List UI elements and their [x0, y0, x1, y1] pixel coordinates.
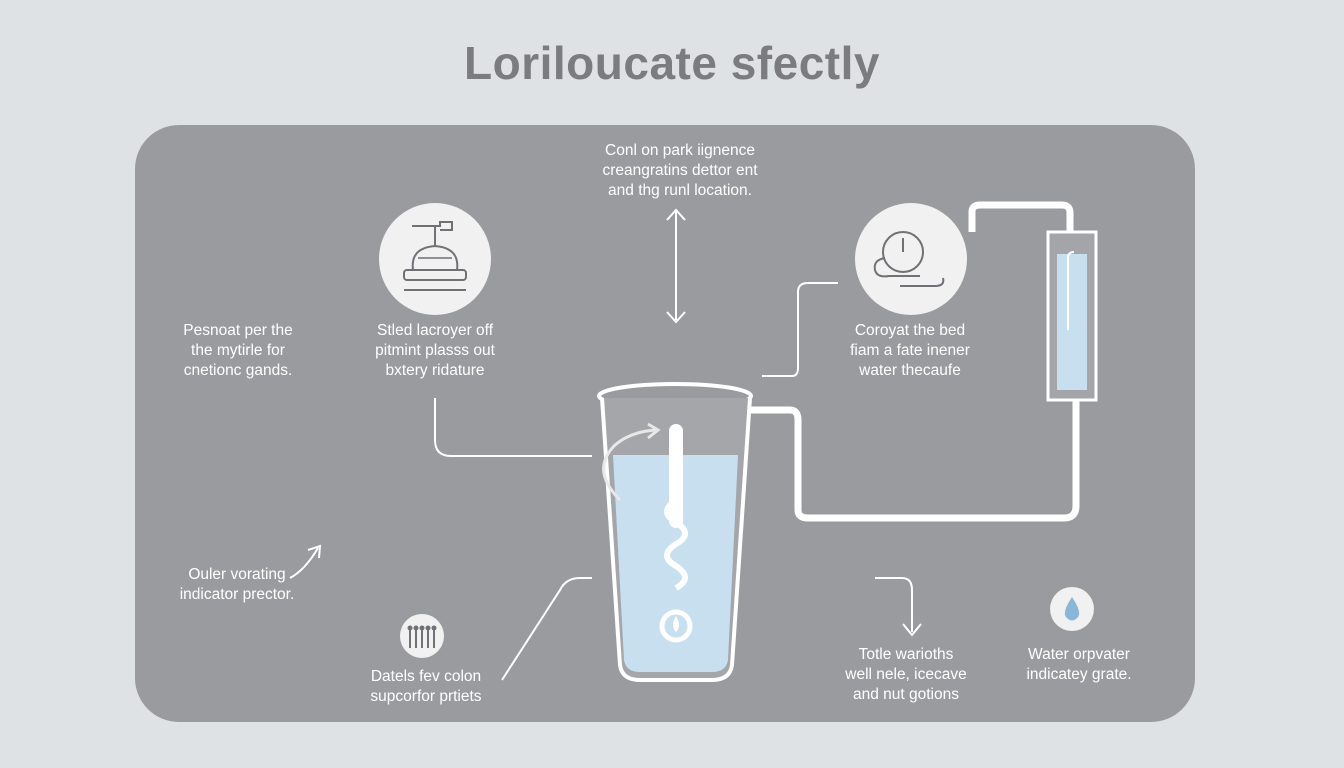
- connector-bottom-left: [501, 577, 592, 681]
- caption-bottom-left-outer: Ouler vorating indicator prector.: [179, 566, 295, 603]
- pipe-top: [968, 201, 1074, 232]
- curved-arrow-bottom-left: [289, 547, 319, 579]
- caption-bottom-right: Water orpvater indicatey grate.: [1026, 646, 1132, 683]
- sample-tube: [1046, 230, 1098, 402]
- water-glass: [597, 382, 753, 682]
- caption-left-outer: Pesnoat per the the mytirle for cnetionc…: [183, 322, 293, 379]
- caption-left-inner: Stled lacroyer off pitmint plasss out bx…: [375, 322, 495, 379]
- connector-right-upper: [762, 282, 838, 377]
- vertical-double-arrow: [666, 208, 686, 324]
- sensor-array-icon: [400, 614, 444, 658]
- page-title: Loriloucate sfectly: [464, 37, 880, 89]
- connector-left-inner: [434, 398, 592, 457]
- bent-arrow-bottom-right: [875, 577, 913, 632]
- caption-top-center: Conl on park iignence creangratins detto…: [602, 142, 758, 199]
- gauge-cloud-icon: [855, 203, 967, 315]
- caption-right-upper: Coroyat the bed fiam a fate inener water…: [850, 322, 970, 379]
- water-drop-icon: [1050, 587, 1094, 631]
- pipe: [748, 400, 1080, 522]
- caption-bottom-left-inner: Datels fev colon supcorfor prtiets: [370, 668, 482, 705]
- dispenser-bell-icon: [379, 203, 491, 315]
- caption-bottom-center-right: Totle warioths well nele, icecave and nu…: [845, 646, 967, 703]
